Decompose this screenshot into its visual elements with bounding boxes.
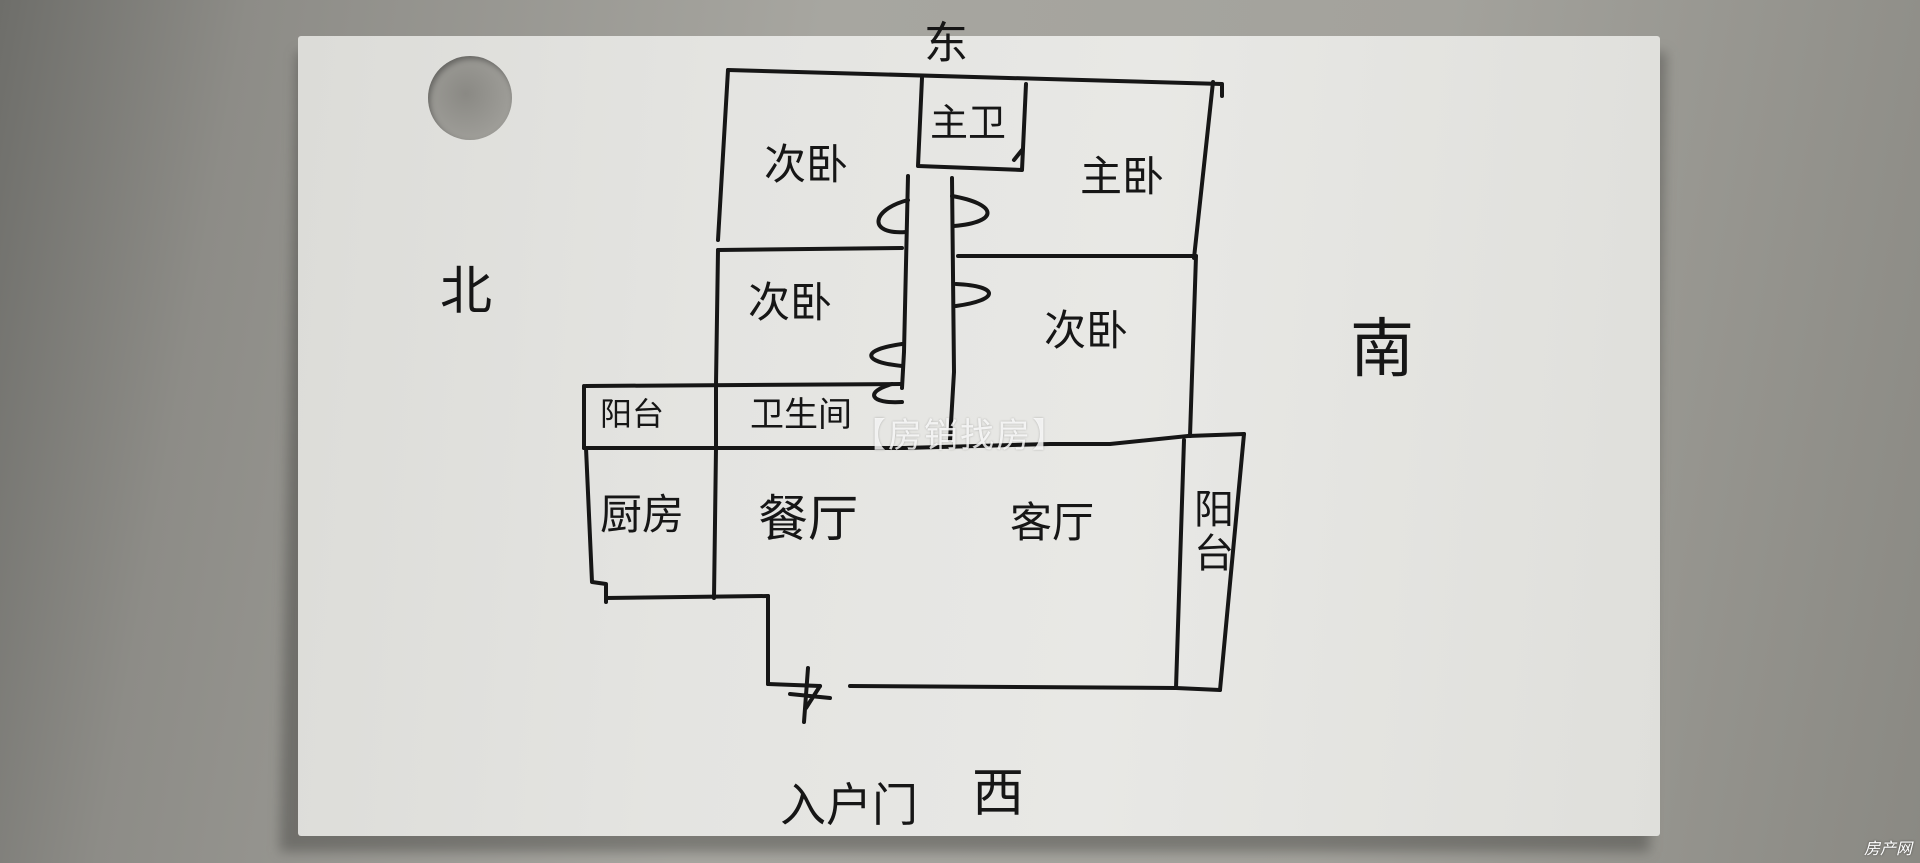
wall-top <box>726 68 1224 98</box>
door-arc-4 <box>954 282 991 308</box>
compass-east-label: 东 <box>924 18 968 69</box>
wall-bottom-left <box>604 594 770 600</box>
room-label-dining-room: 餐厅 <box>758 490 858 548</box>
compass-south-label: 南 <box>1350 313 1414 387</box>
wall-mid-left <box>716 246 904 252</box>
wall-left-middle <box>714 248 720 386</box>
wall-kitchen-right <box>712 446 718 600</box>
room-label-north-balcony: 阳台 <box>600 395 665 433</box>
room-label-secondary-bedroom-2: 次卧 <box>748 278 833 327</box>
watermark-text: 【房销找房】 <box>852 416 1068 456</box>
wall-bottom-main <box>766 682 1178 690</box>
entrance-label: 入户门 <box>780 778 918 832</box>
entrance-door <box>788 666 832 724</box>
compass-north-label: 北 <box>440 262 493 322</box>
room-label-kitchen: 厨房 <box>600 490 685 539</box>
wall-kitchen-left <box>584 446 608 604</box>
room-label-secondary-bedroom-1: 次卧 <box>764 140 849 189</box>
wall-balcony-south-bottom <box>1174 686 1222 692</box>
room-label-bathroom: 卫生间 <box>750 395 852 435</box>
wall-balcony-south-left <box>1174 438 1186 690</box>
wall-left-upper <box>716 68 730 242</box>
door-arc-2 <box>950 194 990 228</box>
wall-corridor-left <box>900 174 910 390</box>
door-arc-6 <box>872 382 904 405</box>
wall-right-middle <box>1188 254 1198 438</box>
door-arc-1 <box>876 198 910 235</box>
wall-living-top <box>902 432 1246 450</box>
room-label-master-bedroom: 主卧 <box>1080 152 1165 201</box>
wall-corridor-right <box>948 176 956 442</box>
room-label-living-room: 客厅 <box>1010 498 1095 547</box>
wall-bath-top <box>584 382 902 388</box>
room-label-south-balcony: 阳台 <box>1187 488 1233 576</box>
room-label-secondary-bedroom-3: 次卧 <box>1044 306 1129 355</box>
door-arc-3 <box>1012 148 1024 162</box>
door-arc-5 <box>869 342 904 368</box>
wall-master-bath <box>916 76 1028 172</box>
wall-right-upper <box>1192 80 1215 260</box>
punched-hole <box>428 56 512 140</box>
site-logo: 房产网 <box>1863 839 1912 858</box>
room-label-master-bathroom: 主卫 <box>930 101 1007 145</box>
wall-balcony-south-right <box>1218 432 1246 692</box>
compass-west-label: 西 <box>972 764 1025 824</box>
